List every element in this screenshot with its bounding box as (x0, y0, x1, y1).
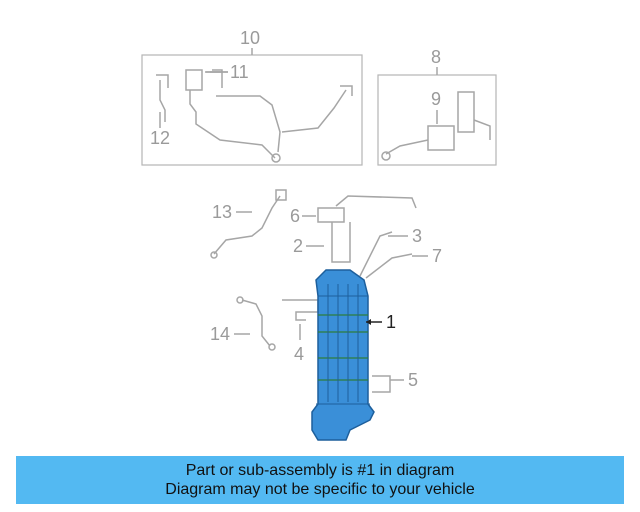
assembly-10-group: 10 11 12 (141, 28, 363, 166)
callout-10: 10 (240, 28, 260, 48)
callout-6: 6 (290, 206, 300, 226)
callout-13: 13 (212, 202, 232, 222)
callout-7: 7 (432, 246, 442, 266)
callout-4: 4 (294, 344, 304, 364)
loose-parts: 13 6 2 3 7 14 4 5 (210, 189, 442, 393)
callout-11: 11 (230, 62, 249, 82)
callout-14: 14 (210, 324, 230, 344)
caption-line-1: Part or sub-assembly is #1 in diagram (185, 462, 455, 479)
caption-banner: Part or sub-assembly is #1 in diagram Di… (16, 456, 624, 504)
caption-line-2: Diagram may not be specific to your vehi… (165, 481, 475, 498)
highlighted-part-1: 1 (311, 269, 396, 441)
callout-3: 3 (412, 226, 422, 246)
callout-2: 2 (293, 236, 303, 256)
callout-12: 12 (150, 128, 170, 148)
assembly-8-group: 8 9 (377, 47, 497, 166)
callout-8: 8 (431, 47, 441, 67)
callout-9: 9 (431, 89, 441, 109)
green-stripes (318, 314, 368, 381)
callout-5: 5 (408, 370, 418, 390)
callout-1: 1 (386, 312, 396, 332)
